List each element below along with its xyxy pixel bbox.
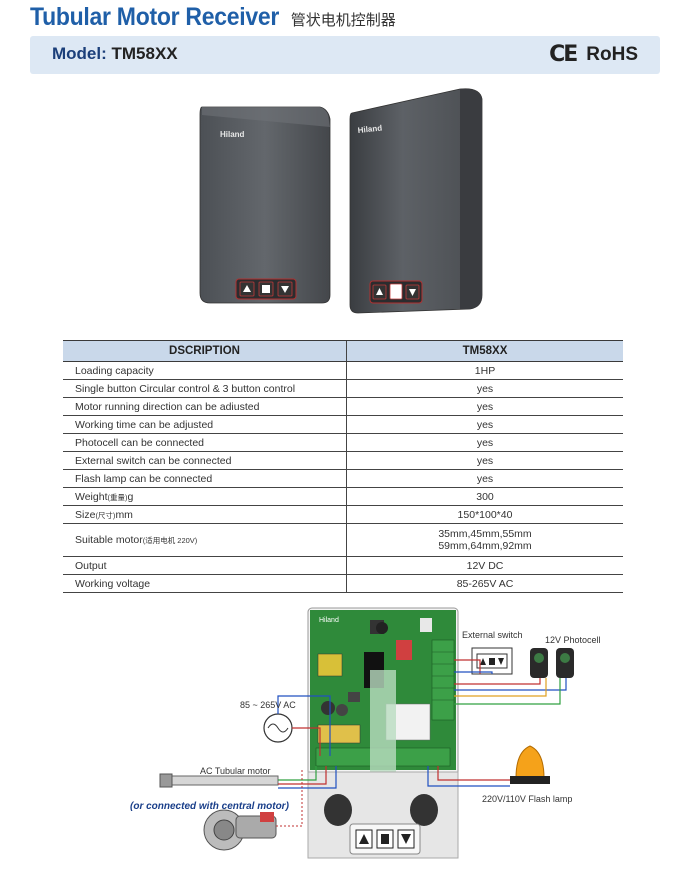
row-label: Suitable motor(适用电机 220V)	[63, 523, 347, 557]
title-chinese: 管状电机控制器	[290, 12, 396, 29]
row-value: 1HP	[346, 361, 623, 380]
label-flash-lamp: 220V/110V Flash lamp	[482, 794, 573, 804]
row-value: 300	[346, 487, 623, 506]
certifications: CE RoHS	[549, 42, 638, 67]
receiver-housing: Hiland	[307, 607, 459, 859]
flash-lamp-icon	[427, 745, 550, 787]
label-tubular-motor: AC Tubular motor	[200, 766, 271, 776]
row-label: Working time can be adjusted	[63, 415, 347, 434]
page-title: Tubular Motor Receiver 管状电机控制器	[30, 3, 396, 33]
brand-logo-angled: Hiland	[357, 123, 382, 135]
photocell-pair	[530, 648, 574, 678]
label-external-switch: External switch	[462, 630, 523, 640]
row-label-cn: (尺寸)	[95, 510, 116, 520]
row-value: yes	[346, 433, 623, 452]
rohs-mark: RoHS	[586, 43, 638, 65]
table-header-row: DSCRIPTION TM58XX	[63, 340, 623, 362]
terminal-block-right	[431, 639, 455, 721]
product-images: Hiland Hiland	[199, 88, 483, 314]
row-value: yes	[346, 415, 623, 434]
row-label: Photocell can be connected	[63, 433, 347, 452]
row-label-text: Weight	[75, 490, 108, 503]
product-front-view: Hiland	[199, 106, 331, 304]
row-label-unit: mm	[115, 508, 133, 521]
row-value: 85-265V AC	[346, 574, 623, 593]
tubular-motor	[159, 766, 337, 789]
label-photocell: 12V Photocell	[545, 635, 601, 645]
label-central-motor: (or connected with central motor)	[130, 801, 289, 812]
ac-source-icon	[263, 695, 331, 756]
row-label-unit: g	[127, 490, 134, 503]
row-value: 150*100*40	[346, 505, 623, 524]
row-label: Weight(重量)g	[63, 487, 347, 506]
title-main: Tubular Motor Receiver	[30, 3, 280, 31]
row-value-line2: 59mm,64mm,92mm	[438, 540, 532, 552]
label-ac-input: 85 ~ 265V AC	[240, 700, 296, 710]
row-label: Output	[63, 556, 347, 575]
board-brand: Hiland	[319, 617, 339, 624]
central-motor-icon	[203, 770, 303, 851]
ce-mark: CE	[549, 42, 578, 67]
wiring-diagram: Hiland	[159, 607, 574, 859]
model-label: Model: TM58XX	[52, 44, 178, 64]
table-row: Suitable motor(适用电机 220V) 35mm,45mm,55mm…	[63, 523, 623, 557]
row-label-text: Suitable motor	[75, 534, 143, 546]
model-label-value: TM58XX	[111, 44, 178, 63]
row-value: yes	[346, 379, 623, 398]
row-value: 12V DC	[346, 556, 623, 575]
row-label: Single button Circular control & 3 butto…	[63, 379, 347, 398]
row-value: yes	[346, 469, 623, 488]
table-row: Size(尺寸)mm 150*100*40	[63, 505, 623, 524]
table-row: Weight(重量)g 300	[63, 487, 623, 506]
brand-logo-front: Hiland	[220, 130, 245, 139]
table-header-description: DSCRIPTION	[63, 340, 347, 362]
product-angled-view: Hiland	[349, 88, 483, 314]
row-label: Loading capacity	[63, 361, 347, 380]
row-label: Motor running direction can be adiusted	[63, 397, 347, 416]
row-label-text: Size	[75, 508, 96, 521]
row-value: yes	[346, 451, 623, 470]
model-bar: Model: TM58XX CE RoHS	[30, 36, 660, 74]
row-value: yes	[346, 397, 623, 416]
row-label-cn: (重量)	[107, 492, 128, 502]
table-header-model: TM58XX	[346, 340, 623, 362]
row-label: Flash lamp can be connected	[63, 469, 347, 488]
row-label: Size(尺寸)mm	[63, 505, 347, 524]
external-switch	[471, 647, 513, 675]
model-label-key: Model:	[52, 44, 107, 63]
table-row: Single button Circular control & 3 butto…	[63, 379, 623, 398]
row-value-line1: 35mm,45mm,55mm	[438, 528, 532, 540]
row-label: Working voltage	[63, 574, 347, 593]
row-label: External switch can be connected	[63, 451, 347, 470]
row-label-cn: (适用电机 220V)	[142, 536, 198, 545]
